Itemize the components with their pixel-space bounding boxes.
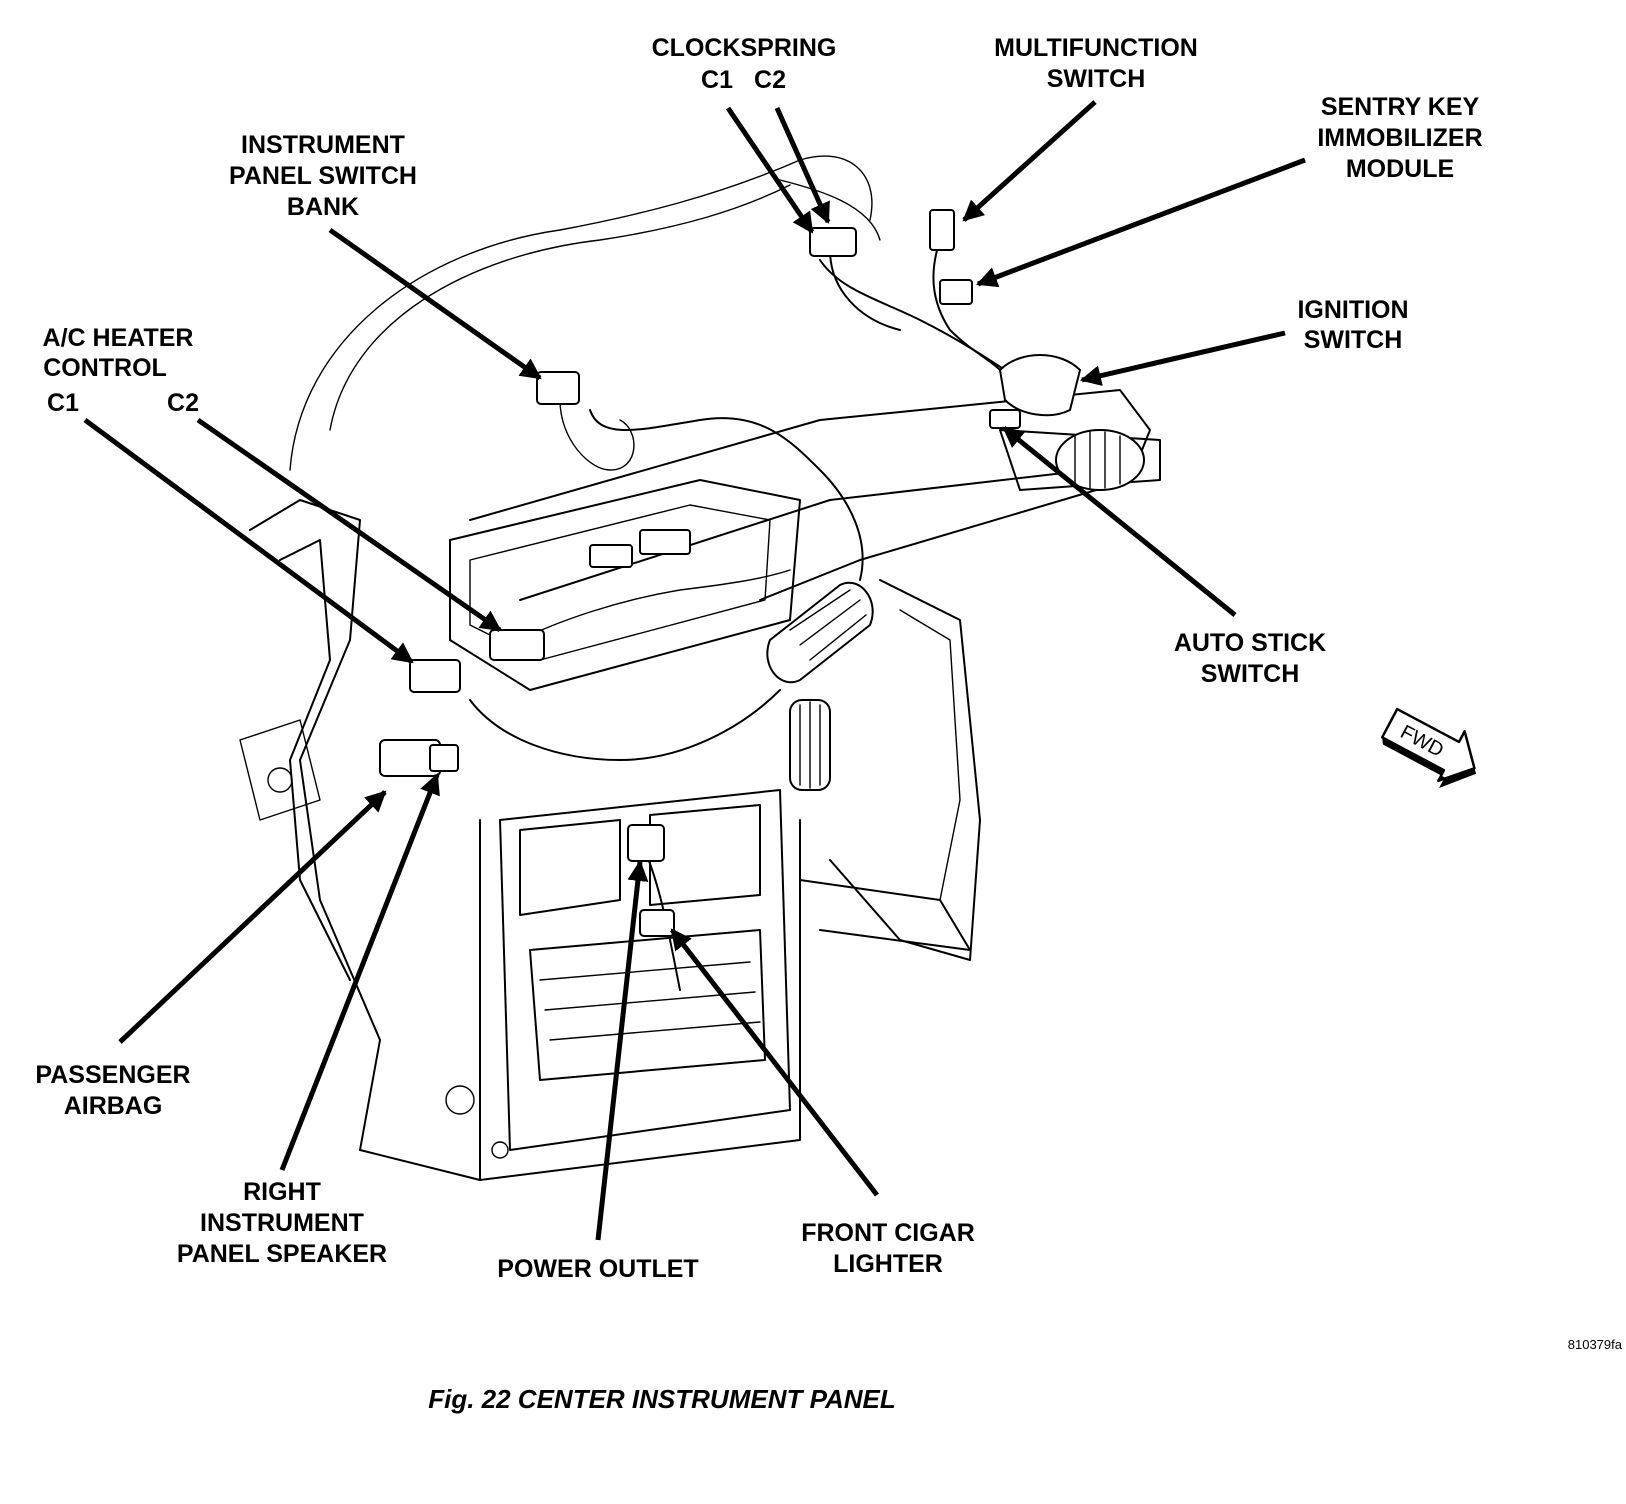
label-passenger-airbag-line2: AIRBAG bbox=[64, 1092, 163, 1120]
label-auto-stick-line2: SWITCH bbox=[1201, 660, 1300, 688]
left-end-structure-inner bbox=[279, 539, 351, 981]
center-stack-outer bbox=[479, 819, 801, 1181]
switch-bank-connector bbox=[536, 371, 580, 405]
center-stack-opening-mid bbox=[649, 804, 761, 906]
cross-car-beam bbox=[469, 389, 1151, 601]
leader-auto-stick-switch bbox=[1002, 426, 1237, 617]
leader-clockspring-c1 bbox=[725, 106, 815, 234]
column-shroud-ribs bbox=[789, 589, 867, 661]
upper-center-connector-1 bbox=[589, 544, 633, 568]
leader-switch-bank bbox=[328, 227, 542, 381]
right-end-bracket bbox=[829, 579, 981, 961]
instrument-panel-line-art bbox=[239, 155, 1161, 1181]
label-cigar-lighter-line2: LIGHTER bbox=[833, 1250, 943, 1278]
column-shroud bbox=[766, 581, 874, 684]
fwd-direction-marker: FWD bbox=[1380, 707, 1477, 788]
cross-car-beam-lower bbox=[519, 469, 1091, 601]
sentry-key-connector bbox=[939, 279, 973, 305]
left-end-bracket bbox=[239, 719, 321, 821]
label-speaker-line3: PANEL SPEAKER bbox=[177, 1240, 387, 1268]
label-multifunction-line1: MULTIFUNCTION bbox=[994, 34, 1198, 62]
harness-loop bbox=[559, 399, 635, 471]
left-end-hole-3 bbox=[491, 1141, 509, 1159]
right-lower-strut bbox=[799, 879, 971, 951]
label-sentry-key-line3: MODULE bbox=[1346, 155, 1454, 183]
multifunction-connector bbox=[929, 209, 955, 251]
label-switch-bank-line1: INSTRUMENT bbox=[241, 131, 405, 159]
label-clockspring-c2: C2 bbox=[754, 66, 786, 94]
label-passenger-airbag-line1: PASSENGER bbox=[35, 1061, 190, 1089]
figure-caption: Fig. 22 CENTER INSTRUMENT PANEL bbox=[428, 1384, 896, 1414]
left-end-structure bbox=[249, 499, 481, 1181]
harness-main bbox=[589, 409, 864, 581]
steering-column-collar bbox=[1055, 429, 1145, 491]
component-labels: CLOCKSPRING C1 C2 MULTIFUNCTION SWITCH S… bbox=[35, 34, 1482, 1283]
leader-ignition-switch bbox=[1079, 330, 1286, 386]
power-outlet-connector bbox=[627, 824, 665, 862]
right-end-bracket-inner bbox=[899, 609, 961, 901]
label-ac-heater-line2: CONTROL bbox=[43, 354, 167, 382]
left-end-hole-1 bbox=[267, 767, 293, 793]
speaker-connector bbox=[429, 744, 459, 772]
panel-top-outline-right bbox=[779, 179, 881, 241]
label-speaker-line1: RIGHT bbox=[243, 1178, 321, 1206]
harness-upper-right bbox=[819, 259, 1021, 381]
clockspring-connector bbox=[809, 227, 857, 257]
leader-power-outlet bbox=[595, 859, 649, 1241]
label-switch-bank-line3: BANK bbox=[287, 193, 359, 221]
fwd-arrow-shadow bbox=[1382, 737, 1477, 788]
label-auto-stick-line1: AUTO STICK bbox=[1174, 629, 1326, 657]
switch-bank-frame-inner bbox=[469, 504, 771, 661]
left-end-hole-2 bbox=[445, 1085, 475, 1115]
auto-stick-connector bbox=[989, 409, 1021, 429]
panel-top-outline-inner bbox=[329, 184, 791, 431]
center-stack-frame bbox=[499, 789, 791, 1151]
center-stack-opening-upper bbox=[519, 819, 621, 916]
leader-passenger-airbag bbox=[118, 790, 387, 1044]
label-power-outlet: POWER OUTLET bbox=[497, 1255, 698, 1283]
harness-clockspring-drop bbox=[829, 249, 901, 331]
cigar-lighter-connector bbox=[639, 909, 675, 937]
fwd-arrow-shape bbox=[1380, 707, 1476, 783]
figure-image-code: 810379fa bbox=[1568, 1337, 1623, 1352]
leader-ac-heater-c2 bbox=[196, 417, 502, 633]
leader-sentry-key bbox=[976, 157, 1306, 288]
harness-lower-left bbox=[469, 689, 781, 761]
label-multifunction-line2: SWITCH bbox=[1047, 65, 1146, 93]
label-sentry-key-line2: IMMOBILIZER bbox=[1317, 124, 1482, 152]
upper-center-connector-2 bbox=[639, 529, 691, 555]
label-sentry-key-line1: SENTRY KEY bbox=[1321, 93, 1480, 121]
leader-lines bbox=[83, 100, 1306, 1241]
leader-multifunction-switch bbox=[962, 100, 1097, 222]
leader-ac-heater-c1 bbox=[83, 417, 414, 665]
ignition-switch-body bbox=[999, 354, 1081, 417]
ac-heater-c1-connector bbox=[409, 659, 461, 693]
label-ac-heater-line1: A/C HEATER bbox=[43, 324, 194, 352]
label-cigar-lighter-line1: FRONT CIGAR bbox=[801, 1219, 975, 1247]
steering-column-ribs bbox=[1074, 431, 1121, 489]
label-clockspring: CLOCKSPRING bbox=[652, 34, 837, 62]
label-clockspring-c1: C1 bbox=[701, 66, 733, 94]
leader-clockspring-c2 bbox=[774, 106, 831, 224]
switch-bank-frame bbox=[449, 479, 801, 691]
label-ignition-line2: SWITCH bbox=[1304, 326, 1403, 354]
harness-multifunction-drop bbox=[932, 239, 1001, 371]
harness-mid-cross bbox=[519, 569, 791, 641]
knob-tube-ribs bbox=[799, 701, 821, 789]
label-ignition-line1: IGNITION bbox=[1297, 296, 1408, 324]
label-ac-heater-c1: C1 bbox=[47, 389, 79, 417]
leader-right-ip-speaker bbox=[279, 773, 440, 1171]
label-ac-heater-c2: C2 bbox=[167, 389, 199, 417]
label-speaker-line2: INSTRUMENT bbox=[200, 1209, 364, 1237]
ac-heater-c2-connector bbox=[489, 629, 545, 661]
leader-front-cigar-lighter bbox=[670, 928, 879, 1197]
label-switch-bank-line2: PANEL SWITCH bbox=[229, 162, 417, 190]
panel-top-outline bbox=[289, 155, 873, 471]
